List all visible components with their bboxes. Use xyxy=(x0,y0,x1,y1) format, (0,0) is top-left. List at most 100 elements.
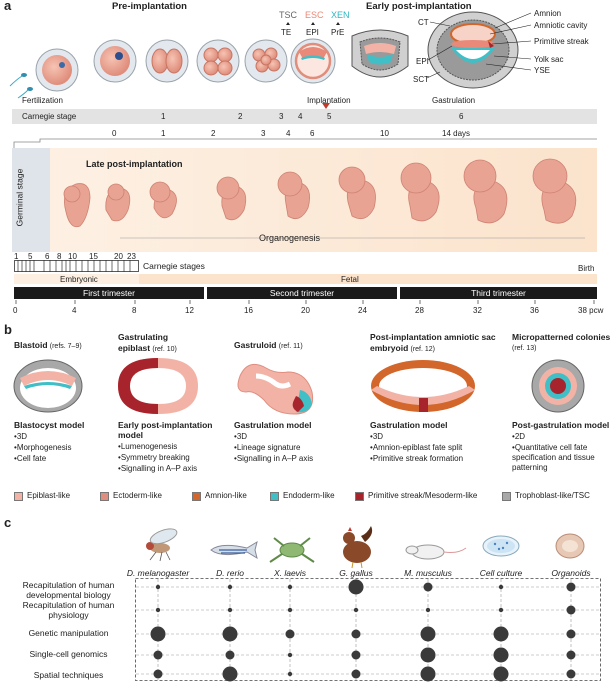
week-label: 20 xyxy=(301,306,310,315)
model-illustrations xyxy=(13,358,585,415)
esc-label: ESC xyxy=(305,10,324,20)
legend-endoderm: Endoderm-like xyxy=(270,491,335,501)
capability-dot xyxy=(222,666,238,682)
capability-dot xyxy=(493,666,509,682)
stage-num: 23 xyxy=(127,252,136,261)
model-epiblast-desc: Early post-implantation model Lumenogene… xyxy=(118,418,238,475)
model-micropattern-desc: Post-gastrulation model 2DQuantitative c… xyxy=(512,418,612,474)
stage-ticks xyxy=(14,260,139,272)
legend-swatch xyxy=(502,491,511,501)
week-label: 36 xyxy=(530,306,539,315)
day-label: 4 xyxy=(286,129,291,138)
primitive-streak-label: Primitive streak xyxy=(534,37,589,46)
sperm-icon xyxy=(9,73,33,99)
yse-label: YSE xyxy=(534,66,551,75)
te-label: TE xyxy=(281,28,292,37)
pre-implantation-title: Pre-implantation xyxy=(112,1,187,12)
week-label: 38 pcw xyxy=(578,306,604,315)
fetal-band xyxy=(139,274,597,284)
amnion-label: Amnion xyxy=(534,9,562,18)
organism-name: D. melanogaster xyxy=(126,568,190,578)
pre-implantation-illustration xyxy=(9,11,532,99)
germinal-stage-label: Germinal stage xyxy=(14,168,25,227)
model-amniotic-title: Post-implantation amniotic sac embryoid … xyxy=(370,332,496,353)
micropatterned-colony-icon xyxy=(531,359,585,413)
organogenesis-label: Organogenesis xyxy=(259,233,321,243)
legend-swatch xyxy=(100,491,109,501)
xen-label: XEN xyxy=(331,10,350,20)
day-label: 6 xyxy=(310,129,315,138)
legend-amnion: Amnion-like xyxy=(192,491,247,501)
capability-dot xyxy=(420,647,436,663)
stage-num: 15 xyxy=(89,252,98,261)
four-cell-embryo-icon xyxy=(196,39,240,83)
zebrafish-icon xyxy=(210,540,258,560)
stage-num: 6 xyxy=(45,252,50,261)
week-label: 16 xyxy=(244,306,253,315)
embryo-icon xyxy=(338,166,376,220)
gastrulating-epiblast-icon xyxy=(118,358,198,414)
cell-culture-icon xyxy=(482,535,520,557)
week-label: 8 xyxy=(132,306,137,315)
day-label: 14 days xyxy=(442,129,471,138)
capability-dot xyxy=(353,607,359,613)
legend-trophoblast: Trophoblast-like/TSC xyxy=(502,491,590,501)
capability-dot xyxy=(227,607,233,613)
capability-dot xyxy=(420,666,436,682)
organoid-icon xyxy=(555,533,585,559)
birth-label: Birth xyxy=(578,264,595,273)
embryo-icon xyxy=(105,183,131,222)
day-label: 3 xyxy=(261,129,266,138)
row-label: Genetic manipulation xyxy=(28,628,109,638)
stage-num: 8 xyxy=(57,252,62,261)
capability-dot xyxy=(225,650,235,660)
carnegie-num: 1 xyxy=(161,112,166,121)
carnegie-num: 4 xyxy=(298,112,303,121)
legend-streak: Primitive streak/Mesoderm-like xyxy=(355,491,477,501)
week-label: 12 xyxy=(185,306,194,315)
week-axis xyxy=(15,300,595,304)
row-label: Recapitulation of human physiology xyxy=(22,600,115,620)
carnegie-num: 5 xyxy=(327,112,332,121)
capability-dot xyxy=(498,607,504,613)
model-micropattern-title: Micropatterned colonies (ref. 13) xyxy=(512,332,611,352)
ct-label: CT xyxy=(418,18,429,27)
capability-dot xyxy=(493,647,509,663)
row-label: Spatial techniques xyxy=(33,670,104,680)
implantation-label: Implantation xyxy=(307,96,351,105)
capability-dot xyxy=(351,669,361,679)
week-label: 0 xyxy=(13,306,18,315)
embryo-icon xyxy=(277,171,311,220)
capability-dot xyxy=(566,605,576,615)
gastrulation-embryo-icon xyxy=(427,11,519,89)
day-label: 0 xyxy=(112,129,117,138)
legend-swatch xyxy=(192,491,201,501)
frog-icon xyxy=(269,537,315,563)
day-label: 10 xyxy=(380,129,389,138)
panel-b-letter: b xyxy=(4,322,12,337)
capability-dot xyxy=(351,650,361,660)
week-label: 32 xyxy=(473,306,482,315)
trimester-bar: Second trimester xyxy=(207,287,397,299)
row-label: Single-cell genomics xyxy=(29,649,108,659)
panel-a-letter: a xyxy=(4,0,12,13)
blastocyst-icon xyxy=(290,38,336,84)
panel-c-letter: c xyxy=(4,515,12,530)
carnegie-num: 2 xyxy=(238,112,243,121)
gastruloid-icon xyxy=(237,363,314,415)
capability-dot xyxy=(155,584,161,590)
stage-num: 1 xyxy=(14,252,19,261)
organism-name: G. gallus xyxy=(339,568,373,578)
fetal-label: Fetal xyxy=(341,275,359,284)
pre-label: PrE xyxy=(331,28,345,37)
capability-dot xyxy=(287,584,293,590)
capability-dot xyxy=(153,650,163,660)
capability-dot xyxy=(150,626,166,642)
yolk-sac-label: Yolk sac xyxy=(534,55,564,64)
trimester-bar: First trimester xyxy=(14,287,204,299)
organism-icons xyxy=(146,526,585,569)
row-label: Recapitulation of human developmental bi… xyxy=(22,580,115,600)
morula-icon xyxy=(244,39,288,83)
model-gastruloid-title: Gastruloid (ref. 11) xyxy=(234,340,303,350)
chicken-icon xyxy=(343,526,373,569)
